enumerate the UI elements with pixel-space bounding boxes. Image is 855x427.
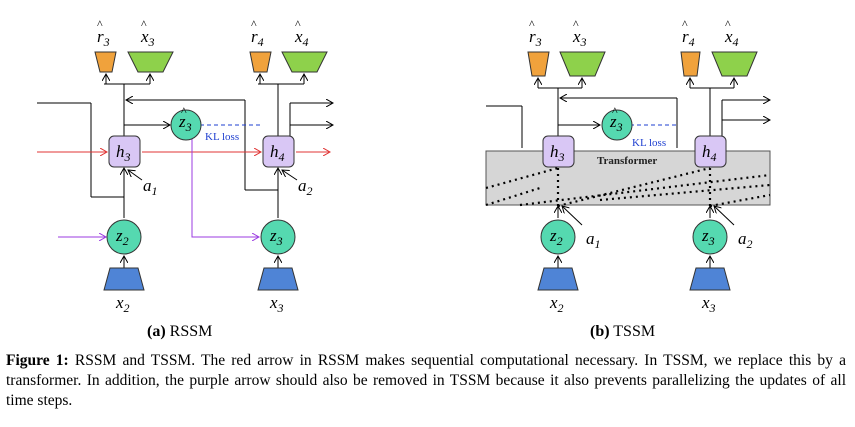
reward-decoder-3 (94, 51, 117, 73)
h4-node-a (262, 135, 295, 168)
svg-text:z3: z3 (609, 112, 623, 134)
svg-text:x2: x2 (115, 293, 130, 315)
svg-text:x3: x3 (572, 27, 587, 49)
svg-text:r4: r4 (251, 27, 264, 49)
transformer-attention (485, 166, 771, 208)
svg-text:^: ^ (141, 17, 147, 31)
svg-text:z2: z2 (549, 226, 563, 248)
svg-text:^: ^ (529, 17, 535, 31)
svg-text:^: ^ (612, 104, 618, 118)
svg-text:^: ^ (295, 17, 301, 31)
subfigure-a-caption: (a) RSSM (147, 323, 212, 340)
reward-decoder-4-b (680, 51, 701, 77)
svg-text:x2: x2 (549, 293, 564, 315)
svg-text:^: ^ (251, 17, 257, 31)
svg-text:x3: x3 (701, 293, 716, 315)
svg-text:r3: r3 (97, 27, 110, 49)
z2-node (106, 219, 142, 255)
tssm-diagram (486, 51, 770, 268)
obs-decoder-4-b (711, 51, 758, 77)
reward-decoder-3-b (527, 51, 550, 77)
x2-encoder (103, 267, 145, 291)
reward-decoder-4 (249, 51, 272, 73)
svg-text:a2: a2 (738, 229, 753, 251)
kl-loss-label-b: KL loss (632, 137, 666, 149)
svg-text:h3: h3 (116, 142, 131, 164)
svg-text:x3: x3 (269, 293, 284, 315)
z3hat-node-a (170, 109, 202, 141)
obs-decoder-4 (281, 51, 328, 73)
svg-text:r3: r3 (529, 27, 542, 49)
z3-node-a (260, 219, 296, 255)
z2-node-b (540, 219, 576, 255)
h3-node-a (108, 135, 141, 168)
figure-diagram: KL loss r3 ^ x3 ^ r4 ^ x4 ^ z3 ^ h3 h4 a… (37, 17, 855, 340)
svg-text:r4: r4 (682, 27, 695, 49)
kl-loss-label-a: KL loss (205, 131, 239, 143)
obs-decoder-3-b (559, 51, 606, 77)
svg-text:h4: h4 (270, 142, 285, 164)
svg-text:h3: h3 (550, 142, 565, 164)
svg-text:a1: a1 (143, 176, 158, 198)
svg-text:x4: x4 (724, 27, 739, 49)
svg-text:x4: x4 (294, 27, 309, 49)
purple-arrow (58, 135, 259, 237)
svg-text:^: ^ (97, 17, 103, 31)
x2-encoder-b (537, 267, 579, 291)
transformer-label: Transformer (597, 155, 657, 167)
svg-text:z3: z3 (178, 112, 192, 134)
z3hat-node-b (601, 109, 633, 141)
caption-label: Figure 1: (6, 352, 69, 369)
svg-text:^: ^ (573, 17, 579, 31)
caption-text: RSSM and TSSM. The red arrow in RSSM mak… (6, 352, 846, 409)
svg-text:z3: z3 (701, 226, 715, 248)
obs-decoder-3 (127, 51, 174, 73)
x3-encoder-b (689, 267, 731, 291)
labels-b: r3 ^ x3 ^ r4 ^ x4 ^ z3 ^ h3 h4 a1 a2 z2 … (529, 17, 753, 315)
svg-text:a2: a2 (298, 176, 313, 198)
subfigure-b-caption: (b) TSSM (590, 323, 655, 340)
z3-node-b (692, 219, 728, 255)
figure-caption: Figure 1: RSSM and TSSM. The red arrow i… (6, 351, 846, 411)
svg-text:a1: a1 (586, 229, 601, 251)
svg-text:h4: h4 (702, 142, 717, 164)
labels-a: r3 ^ x3 ^ r4 ^ x4 ^ z3 ^ h3 h4 a1 a2 z2 … (97, 17, 313, 315)
svg-text:^: ^ (725, 17, 731, 31)
h3-node-b (542, 135, 575, 168)
h4-node-b (694, 135, 727, 168)
svg-text:^: ^ (181, 104, 187, 118)
x3-encoder-a (257, 267, 299, 291)
svg-text:x3: x3 (140, 27, 155, 49)
svg-text:^: ^ (682, 17, 688, 31)
rssm-diagram (37, 51, 333, 268)
svg-text:z2: z2 (115, 226, 129, 248)
svg-text:z3: z3 (269, 226, 283, 248)
